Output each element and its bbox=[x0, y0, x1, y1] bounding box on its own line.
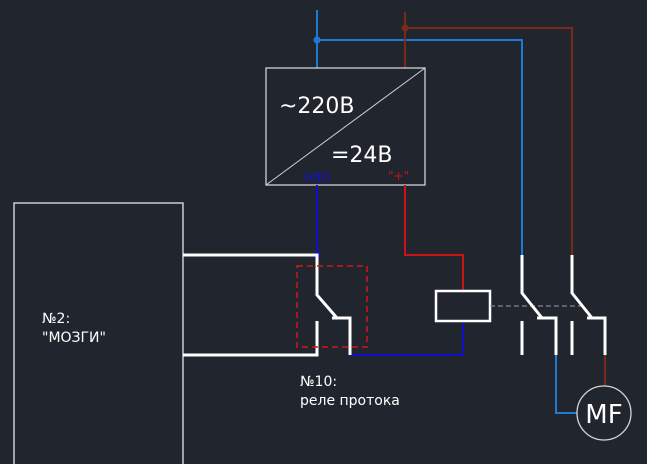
gnd-label: GND bbox=[303, 170, 331, 184]
plus-label: "+" bbox=[388, 169, 409, 183]
flow-relay-number: №10: bbox=[300, 374, 337, 390]
flow-relay-name: реле протока bbox=[300, 393, 400, 409]
output-voltage-label: =24В bbox=[331, 143, 393, 168]
input-voltage-label: ~220В bbox=[279, 94, 355, 119]
flow-relay bbox=[183, 253, 368, 357]
controller-box: №2: "МОЗГИ" bbox=[13, 202, 184, 464]
motor: MF bbox=[576, 385, 632, 441]
power-supply: ~220В =24В GND "+" bbox=[265, 67, 426, 186]
contactor-contacts bbox=[520, 255, 607, 355]
controller-number: №2: bbox=[42, 311, 70, 327]
phase-junction bbox=[401, 24, 409, 32]
plus-wire bbox=[404, 185, 464, 291]
motor-label: MF bbox=[585, 400, 622, 430]
neutral-junction bbox=[313, 36, 321, 44]
gnd-wire bbox=[316, 185, 464, 356]
controller-name: "МОЗГИ" bbox=[42, 330, 106, 346]
phase-wire bbox=[404, 12, 606, 386]
